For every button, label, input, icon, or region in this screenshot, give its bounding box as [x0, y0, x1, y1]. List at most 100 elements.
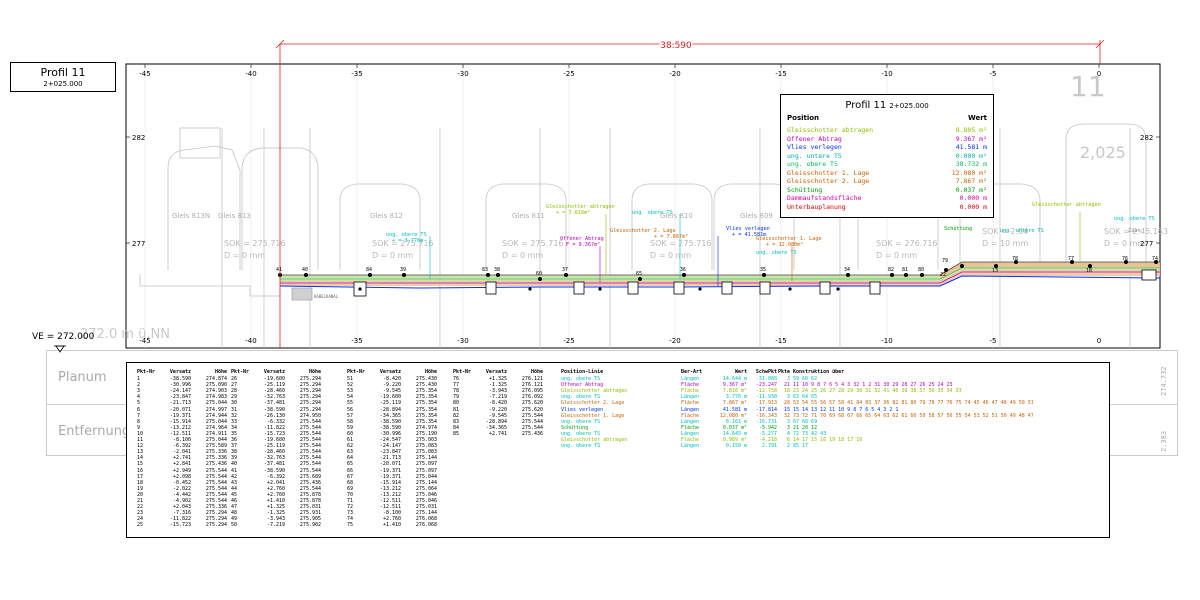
- table-cell: 1: [137, 376, 141, 383]
- table-cell: 14: [137, 455, 144, 462]
- table-cell: 21: [137, 497, 144, 504]
- table-cell: 274.903: [205, 388, 227, 395]
- position-cell: Gleisschotter abtragen: [561, 437, 628, 444]
- table-cell: -9.220: [488, 406, 507, 413]
- table-cell: 275.336: [205, 449, 227, 456]
- track-d: D = 0 mm: [1104, 239, 1145, 248]
- table-cell: 275.689: [299, 473, 321, 480]
- table-cell: 61: [347, 437, 354, 444]
- table-cell: 275.544: [205, 479, 227, 486]
- position-cell: 0.150 m: [725, 443, 747, 450]
- table-cell: 62: [347, 443, 354, 450]
- table-cell: 55: [347, 400, 354, 407]
- track-name: Gleis 813: [218, 212, 251, 220]
- x-tick: -40: [245, 337, 256, 345]
- legend-row-name: Gleisschotter abtragen: [787, 126, 874, 134]
- table-cell: 4: [137, 394, 141, 401]
- legend-row-value: 7.867 m²: [955, 177, 987, 185]
- legend-row-name: Gleisschotter 1. Lage: [787, 168, 870, 177]
- position-header-cell: Position-Linie: [561, 369, 604, 375]
- legend-row-value: 8.805 m²: [955, 126, 987, 134]
- table-cell: 82: [453, 412, 460, 419]
- position-cell: Längen: [681, 443, 700, 450]
- table-cell: 275.436: [521, 430, 543, 437]
- table-cell: 275.294: [205, 516, 227, 523]
- x-axis-top: -45 -40 -35 -30 -25 -20 -15 -10 -5 0: [139, 70, 1101, 78]
- table-cell: -0.452: [172, 479, 191, 486]
- position-cell: ung. obere TS: [561, 394, 601, 401]
- annotation-leaders: [429, 212, 1081, 286]
- anno-abtragen: Gleisschotter abtragen: [546, 204, 615, 210]
- table-cell: 34: [231, 424, 238, 431]
- table-cell: 275.544: [521, 412, 543, 419]
- table-cell: -3.943: [266, 516, 285, 523]
- legend-row-value: 0.037 m²: [955, 185, 987, 194]
- position-cell: 2: [786, 443, 790, 450]
- big-km: 2,025: [1080, 143, 1126, 162]
- table-cell: 275.620: [521, 400, 543, 407]
- table-cell: -26.130: [263, 412, 285, 419]
- track-d: D = 0 mm: [650, 251, 691, 260]
- track-sok: SOK = 275.716: [502, 239, 564, 248]
- position-cell: Fläche: [681, 437, 700, 444]
- legend-header: Position Wert: [787, 114, 987, 122]
- table-cell: -23.847: [379, 449, 401, 456]
- table-cell: 275.044: [205, 418, 227, 425]
- table-cell: 275.083: [415, 449, 437, 456]
- table-cell: -19.600: [379, 394, 401, 401]
- legend-row-name: Vlies verlegen: [787, 143, 842, 151]
- table-cell: +2.949: [172, 467, 191, 474]
- table-cell: 40: [231, 461, 238, 468]
- track-name: Gleis 811: [512, 212, 545, 220]
- table-cell: 63: [347, 449, 354, 456]
- table-cell: 275.031: [299, 504, 321, 511]
- table-cell: 275.031: [415, 504, 437, 511]
- legend-row-name: Gleisschotter 2. Lage: [787, 177, 870, 185]
- svg-text:82: 82: [888, 267, 894, 273]
- table-cell: 275.097: [415, 467, 437, 474]
- table-cell: +2.098: [172, 473, 191, 480]
- position-cell: 3: [786, 424, 790, 431]
- svg-text:35: 35: [760, 267, 766, 273]
- table-cell: 275.544: [299, 455, 321, 462]
- table-cell: 65: [347, 461, 354, 468]
- table-cell: 275.436: [205, 461, 227, 468]
- position-cell: Gleisschotter 2. Lage: [561, 400, 625, 407]
- table-cell: 84: [453, 424, 460, 431]
- legend-title-text: Profil 11: [845, 100, 887, 111]
- table-header-cell: Höhe: [530, 369, 543, 375]
- profile-title: Profil 11: [40, 66, 86, 79]
- position-cell: Schüttung: [561, 424, 589, 431]
- table-cell: 275.294: [299, 388, 321, 395]
- position-cell: 32: [783, 412, 790, 419]
- table-cell: 72: [347, 504, 354, 511]
- position-cell: 59 60 62: [793, 376, 818, 383]
- table-cell: 18: [137, 479, 144, 486]
- table-cell: -19.371: [379, 467, 401, 474]
- table-cell: +1.325: [266, 504, 285, 511]
- legend-col-position: Position: [787, 114, 820, 122]
- table-cell: 7: [137, 412, 141, 419]
- table-cell: 276.121: [521, 382, 543, 389]
- table-cell: 275.544: [299, 485, 321, 492]
- table-cell: -3.943: [488, 388, 507, 395]
- table-cell: 38: [231, 449, 238, 456]
